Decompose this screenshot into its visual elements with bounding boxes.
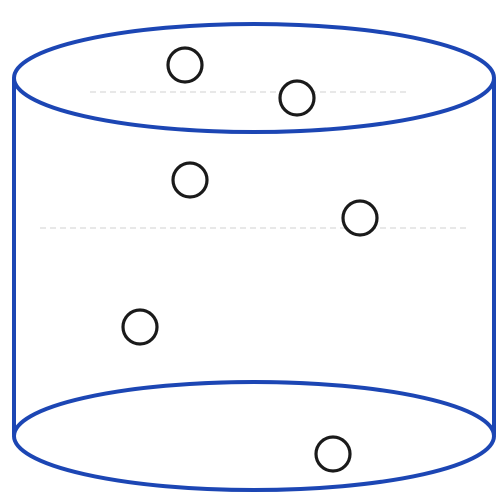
particle-5 [123, 310, 157, 344]
particle-2 [280, 81, 314, 115]
cylinder [14, 24, 494, 490]
cylinder-bottom-ellipse [14, 382, 494, 490]
particle-1 [168, 48, 202, 82]
particle-6 [316, 437, 350, 471]
particle-3 [173, 163, 207, 197]
particle-4 [343, 201, 377, 235]
particles [123, 48, 377, 471]
scan-artifacts [40, 92, 470, 228]
cylinder-top-ellipse [14, 24, 494, 132]
